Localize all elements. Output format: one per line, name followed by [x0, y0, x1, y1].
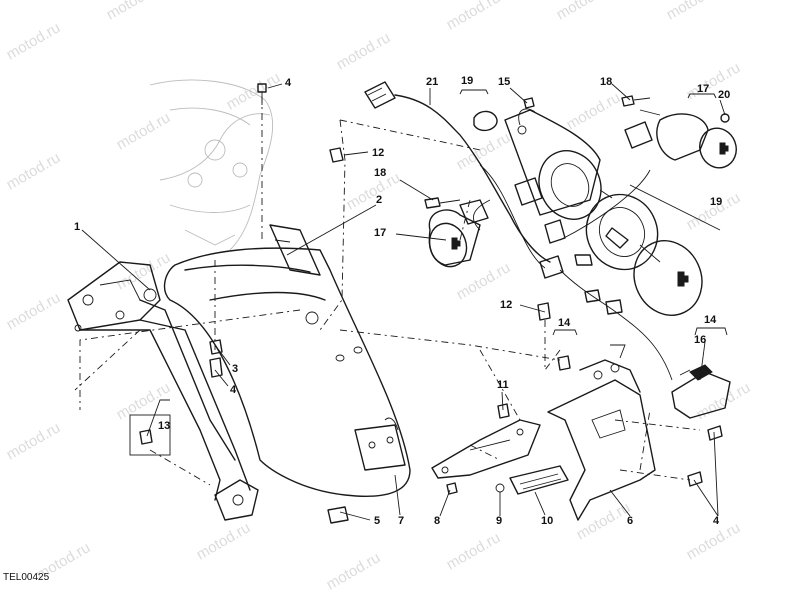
callout-4-right: 4 [713, 515, 720, 527]
callout-14-right: 14 [704, 314, 717, 326]
leader-lines [81, 83, 726, 521]
assembly-lines [74, 96, 701, 486]
callout-labels: 4 12 18 17 2 1 3 4 13 5 7 8 9 10 6 4 11 … [74, 75, 730, 527]
watermark: motod.ru [104, 0, 164, 23]
callout-1: 1 [74, 221, 80, 233]
watermark: motod.ru [114, 379, 174, 423]
turn-indicator-right [624, 109, 737, 169]
plate-holder [547, 344, 656, 521]
callout-19-right: 19 [710, 196, 722, 208]
callout-7: 7 [398, 515, 404, 527]
callout-18-right: 18 [600, 76, 612, 88]
watermark: motod.ru [334, 29, 394, 73]
callout-16: 16 [694, 334, 706, 346]
callout-17-right: 17 [697, 83, 709, 95]
tail-light-assembly [504, 108, 703, 316]
callout-3: 3 [232, 363, 238, 375]
callout-19-top: 19 [461, 75, 473, 87]
watermark: motod.ru [4, 149, 64, 193]
callout-2: 2 [376, 194, 382, 206]
callout-4-left: 4 [230, 384, 237, 396]
watermark: motod.ru [664, 0, 724, 23]
watermark: motod.ru [4, 419, 64, 463]
turn-indicator-left [428, 199, 489, 268]
callout-4-top: 4 [285, 77, 292, 89]
background-frame [149, 79, 274, 251]
drawing-code: TEL00425 [3, 572, 50, 583]
callout-20: 20 [718, 89, 730, 101]
callout-10: 10 [541, 515, 553, 527]
callout-12-mid: 12 [500, 299, 512, 311]
watermark: motod.ru [454, 259, 514, 303]
watermark: motod.ru [444, 0, 504, 33]
hardware [139, 83, 730, 524]
callout-14-mid: 14 [558, 317, 571, 329]
watermark: motod.ru [564, 89, 624, 133]
plate-lamp-lens [509, 465, 569, 495]
watermark: motod.ru [684, 59, 744, 103]
watermark: motod.ru [574, 499, 634, 543]
watermark: motod.ru [444, 529, 504, 573]
callout-18-left: 18 [374, 167, 386, 179]
callout-11: 11 [497, 379, 509, 391]
watermark: motod.ru [194, 519, 254, 563]
callout-17-left: 17 [374, 227, 386, 239]
watermark: motod.ru [454, 129, 514, 173]
callout-15: 15 [498, 76, 510, 88]
callout-13: 13 [158, 420, 170, 432]
watermark: motod.ru [4, 289, 64, 333]
callout-9: 9 [496, 515, 502, 527]
callout-12-top: 12 [372, 147, 384, 159]
callout-13-box [129, 414, 171, 456]
subframe-bracket [67, 261, 259, 521]
watermark: motod.ru [224, 69, 284, 113]
watermark: motod.ru [694, 379, 754, 423]
callout-21: 21 [426, 76, 438, 88]
callout-8: 8 [434, 515, 440, 527]
watermark: motod.ru [554, 0, 614, 23]
callout-5: 5 [374, 515, 380, 527]
rear-mudguard [163, 224, 411, 497]
watermark: motod.ru [324, 549, 384, 593]
watermark: motod.ru [114, 109, 174, 153]
plate-light-bracket [431, 419, 541, 479]
callout-6: 6 [627, 515, 633, 527]
watermark: motod.ru [4, 19, 64, 63]
wiring-harness [364, 81, 673, 381]
group-braces [459, 89, 728, 336]
